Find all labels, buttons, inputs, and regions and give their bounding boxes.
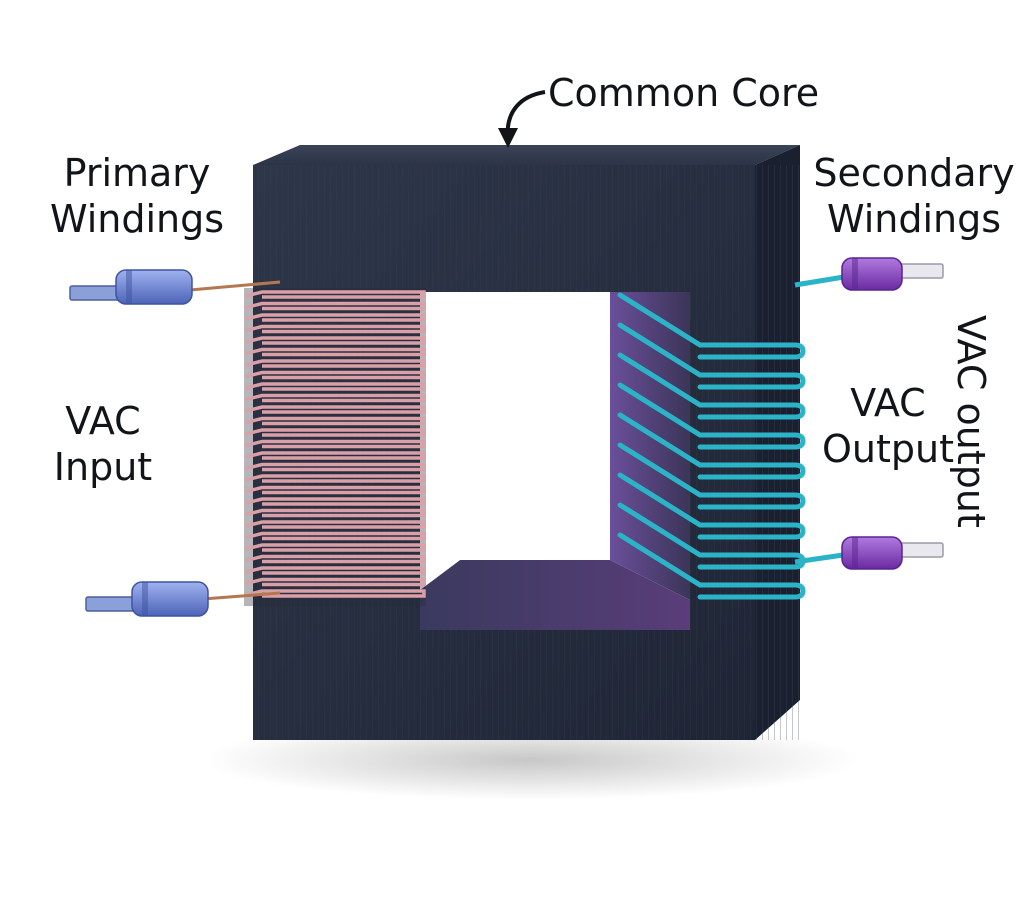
primary-coil-turn [245,370,426,380]
secondary-terminal-top [841,257,944,291]
primary-coil-turn [245,577,426,587]
primary-lead-top [189,280,281,292]
core-top-face [253,145,800,165]
core-side-laminations [755,165,800,740]
primary-coil-turn [245,508,426,518]
secondary-coil-turn [617,412,806,480]
core-window-opening [420,292,610,590]
primary-coil-turn [245,405,426,414]
vac-output-label: VAC Output [822,381,954,471]
primary-coil-turn [245,520,426,529]
primary-coil-turn [245,347,426,357]
primary-coil-turn [245,589,426,598]
primary-terminal-top [69,269,193,305]
primary-coil-turn [245,543,426,552]
secondary-coil-turn [617,352,806,420]
secondary-coil-turn [617,322,806,390]
secondary-lead-bottom [794,551,851,565]
primary-coil-turn [245,393,426,403]
primary-coil-turn [245,382,426,391]
vac-output-vertical-label: VAC output [949,315,993,528]
vac-input-label: VAC Input [53,399,153,489]
primary-coil-turn [245,359,426,368]
common-core-label: Common Core [548,71,820,115]
secondary-coil-turn [617,442,806,510]
common-core-arrowhead [498,128,518,148]
primary-coil-turn [245,336,426,345]
core-window-floor [420,560,690,630]
secondary-coil-turn [617,382,806,450]
secondary-coil-turn [617,292,806,360]
secondary-terminal-bottom [841,536,944,570]
primary-coil-turn [245,416,426,426]
primary-coil-turn [245,566,426,575]
secondary-coil-turn [617,532,806,600]
primary-coil-turn [245,462,426,472]
core-window-wall [610,292,690,600]
primary-winding-coil [244,288,426,606]
secondary-winding-coil [617,292,806,600]
primary-coil-turn [245,301,426,311]
primary-coil-turn [245,531,426,541]
primary-coil-turn [245,428,426,437]
secondary-coil-turn [617,472,806,540]
primary-coil-turn [245,554,426,564]
primary-windings-label: Primary Windings [49,151,225,241]
primary-coil-turn [245,485,426,495]
primary-terminal-bottom [85,581,209,617]
primary-coil-turn [245,290,426,299]
primary-coil-turn [245,451,426,460]
secondary-lead-top [794,273,851,288]
primary-coil-turn [245,324,426,334]
primary-coil-turn [245,497,426,506]
primary-coil-turn [245,439,426,449]
secondary-windings-label: Secondary Windings [813,151,1015,241]
primary-coil-turn [245,313,426,322]
primary-coil-turn [245,474,426,483]
